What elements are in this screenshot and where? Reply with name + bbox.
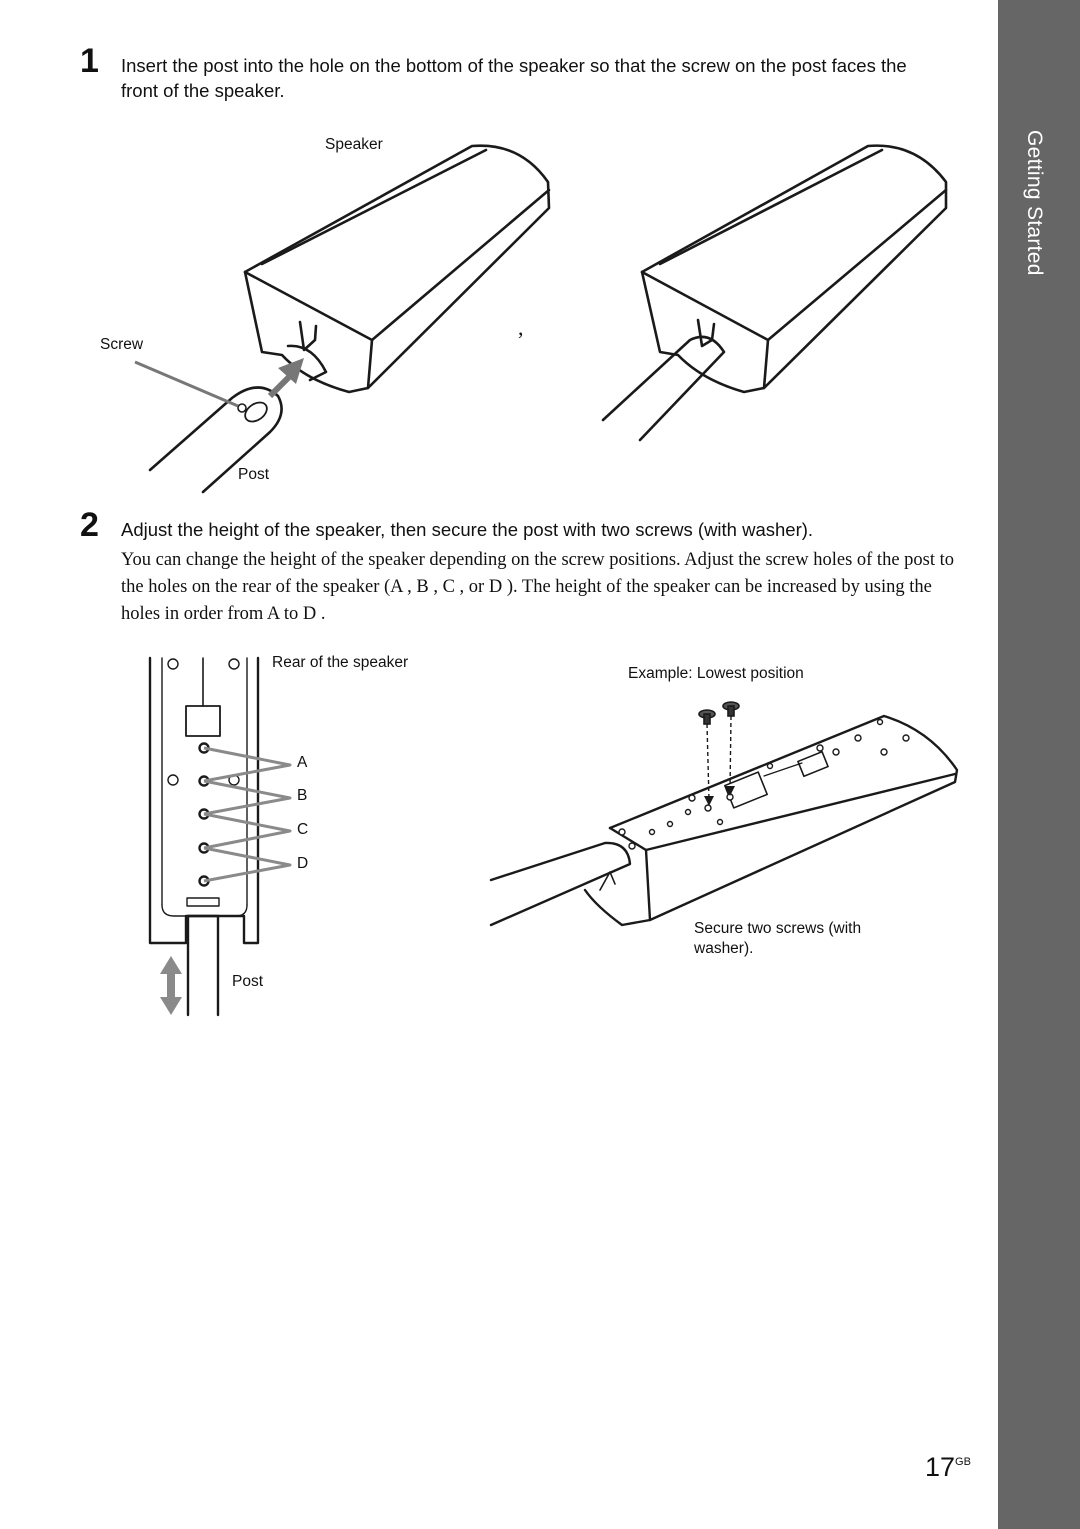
step-1-number: 1 bbox=[80, 42, 99, 80]
example-label: Example: Lowest position bbox=[628, 665, 804, 682]
rear-of-speaker-label: Rear of the speaker bbox=[272, 654, 409, 671]
post-rear bbox=[186, 914, 220, 1017]
side-tab bbox=[998, 0, 1080, 1529]
hole-label-c: C bbox=[297, 821, 309, 838]
speaker-left-hole bbox=[286, 344, 328, 382]
page-number: 17GB bbox=[925, 1452, 971, 1483]
speaker-right-body bbox=[640, 144, 948, 394]
speaker-left-slot bbox=[298, 320, 318, 352]
speaker-example-rear-face bbox=[608, 772, 957, 852]
hole-pairing-lines bbox=[203, 746, 292, 883]
step-2-number: 2 bbox=[80, 506, 99, 544]
step-1-instruction: Insert the post into the hole on the bot… bbox=[121, 55, 907, 101]
hole-label-a: A bbox=[297, 754, 308, 771]
screw-pointer-line bbox=[134, 360, 239, 408]
speaker-right-top-ridge bbox=[658, 148, 884, 266]
speaker-right-bottom-edge bbox=[762, 338, 770, 390]
figure-adjust-height bbox=[148, 656, 959, 1017]
screw-icon bbox=[698, 701, 740, 725]
page-number-suffix: GB bbox=[955, 1456, 971, 1468]
hole-label-b: B bbox=[297, 787, 308, 804]
speaker-label: Speaker bbox=[325, 136, 383, 153]
step-2-explanation: You can change the height of the speaker… bbox=[121, 550, 955, 624]
figure-insert-post bbox=[134, 144, 948, 494]
separator-comma: , bbox=[518, 315, 524, 340]
secure-screws-label: Secure two screws (with washer). bbox=[694, 920, 862, 957]
step-2-instruction: Adjust the height of the speaker, then s… bbox=[121, 519, 814, 540]
post-label-fig1: Post bbox=[238, 466, 270, 483]
post-right bbox=[601, 335, 726, 442]
section-tab-label: Getting Started bbox=[1023, 130, 1046, 276]
speaker-rear-panel bbox=[148, 656, 260, 945]
speaker-left-bottom-edge bbox=[366, 338, 374, 390]
speaker-example-body bbox=[583, 714, 959, 927]
hole-label-d: D bbox=[297, 855, 309, 872]
screw-label: Screw bbox=[100, 336, 144, 353]
speaker-right-slot bbox=[696, 318, 716, 348]
page-number-value: 17 bbox=[925, 1452, 956, 1482]
insert-arrow-icon bbox=[278, 358, 304, 384]
speaker-left-top-ridge bbox=[260, 148, 488, 266]
post-label-fig2: Post bbox=[232, 973, 264, 990]
up-down-arrow-icon bbox=[160, 956, 182, 1015]
screw-guide-lines bbox=[706, 715, 732, 801]
post-left bbox=[148, 386, 283, 494]
post-example bbox=[489, 841, 632, 927]
